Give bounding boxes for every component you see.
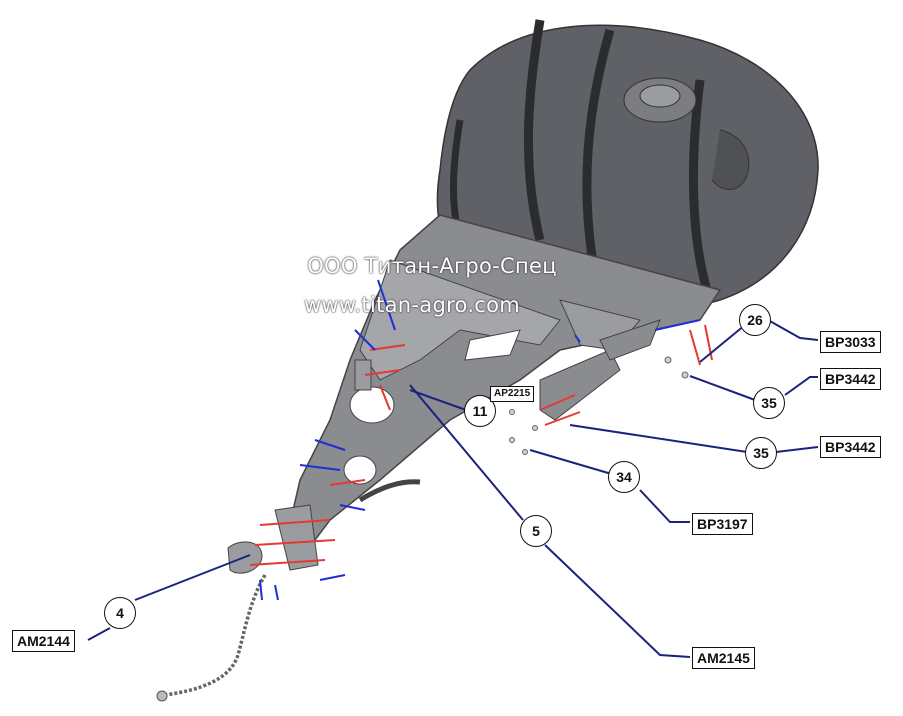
- part-label-am2144: AM2144: [12, 630, 75, 652]
- callout-11: 11: [464, 395, 496, 427]
- callout-4: 4: [104, 597, 136, 629]
- callout-26: 26: [739, 304, 771, 336]
- watermark-company: ООО Титан-Агро-Спец: [307, 254, 557, 278]
- leader-lines: [87, 319, 819, 658]
- callout-5: 5: [520, 515, 552, 547]
- part-label-bp3033: BP3033: [820, 331, 881, 353]
- part-label-bp3442-upper: BP3442: [820, 368, 881, 390]
- callout-35-lower: 35: [745, 437, 777, 469]
- callout-34: 34: [608, 461, 640, 493]
- hardware: [249, 279, 713, 601]
- callout-35-upper: 35: [753, 387, 785, 419]
- part-label-bp3442-lower: BP3442: [820, 436, 881, 458]
- part-label-bp3197: BP3197: [692, 513, 753, 535]
- part-label-ap2215: AP2215: [490, 386, 535, 402]
- frame: [156, 214, 722, 702]
- part-label-am2145: AM2145: [692, 647, 755, 669]
- watermark-url: www.titan-agro.com: [303, 293, 521, 317]
